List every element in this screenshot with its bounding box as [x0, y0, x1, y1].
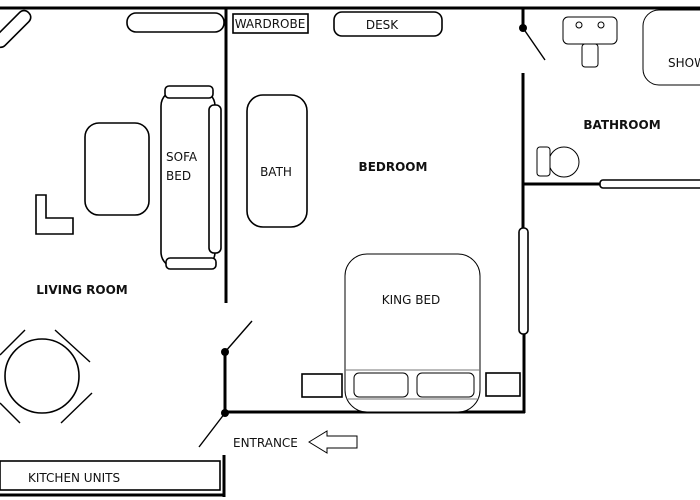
entrance-arrow-icon: [308, 430, 358, 454]
pillow-left: [353, 372, 409, 398]
king-bed-label: KING BED: [382, 293, 441, 307]
shower: [642, 9, 700, 86]
wardrobe-label: WARDROBE: [235, 17, 306, 31]
bath: [246, 94, 308, 228]
walls: [0, 6, 700, 497]
toilet: [536, 146, 580, 178]
sofa-bed-label-2: BED: [166, 169, 191, 183]
bedroom-label: BEDROOM: [359, 160, 428, 174]
dining-table: [0, 329, 93, 424]
nightstand-right: [485, 372, 521, 397]
bathroom-door[interactable]: [519, 24, 546, 61]
armchair: [35, 194, 74, 235]
nightstand-left: [301, 373, 343, 398]
sofa-bed-label-1: SOFA: [166, 150, 198, 164]
bedroom-window: [518, 227, 529, 335]
bathroom-label: BATHROOM: [583, 118, 660, 132]
entrance-label: ENTRANCE: [233, 436, 298, 450]
corner-shelf: [0, 9, 32, 49]
pillow-right: [416, 372, 475, 398]
desk-label: DESK: [366, 18, 399, 32]
sofa-bed: [160, 85, 222, 270]
wardrobe: [232, 13, 309, 34]
kitchen-units: [0, 460, 221, 491]
entrance-door[interactable]: [198, 409, 229, 448]
bath-label: BATH: [260, 165, 292, 179]
living-room-door[interactable]: [221, 320, 253, 356]
desk: [333, 11, 443, 37]
shower-label: SHOW: [668, 56, 700, 70]
coffee-table: [84, 122, 150, 216]
sink: [562, 16, 618, 68]
tv-unit: [126, 12, 225, 33]
living-room-label: LIVING ROOM: [36, 283, 128, 297]
kitchen-units-label: KITCHEN UNITS: [28, 471, 120, 485]
king-bed: [344, 253, 481, 413]
bathroom-window: [599, 179, 700, 189]
